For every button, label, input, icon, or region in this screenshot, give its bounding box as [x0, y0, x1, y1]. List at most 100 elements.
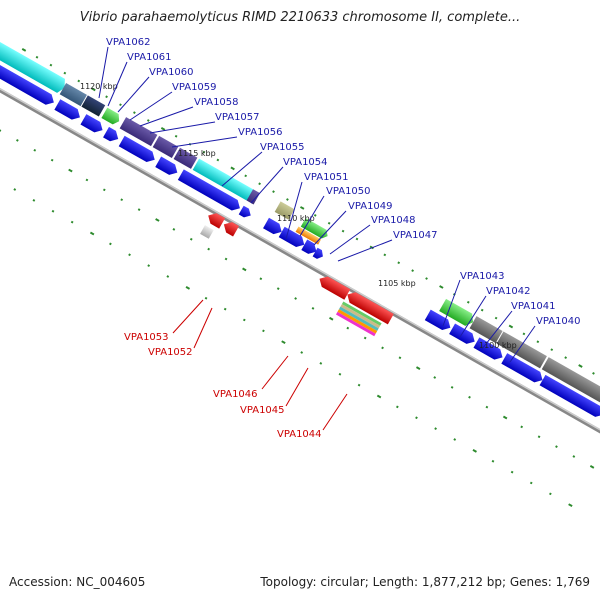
tick-mark: [204, 296, 208, 300]
tick-mark: [466, 300, 470, 304]
gene-label-vpa1055[interactable]: VPA1055: [260, 142, 305, 153]
tick-mark: [480, 308, 484, 312]
gene-label-vpa1044[interactable]: VPA1044: [277, 429, 322, 440]
gene-label-vpa1049[interactable]: VPA1049: [348, 201, 393, 212]
tick-mark: [381, 346, 384, 350]
gene-label-vpa1047[interactable]: VPA1047: [393, 230, 438, 241]
kbp-label-1120: 1120 kbp: [80, 82, 118, 91]
gene-label-vpa1050[interactable]: VPA1050: [326, 186, 371, 197]
forward-track-outer: [0, 33, 600, 409]
reverse-label-leaders: [172, 299, 348, 431]
gene-block-purple-3: [173, 147, 198, 169]
gene-label-vpa1043[interactable]: VPA1043: [460, 271, 505, 282]
gene-block-navy: [81, 95, 106, 117]
kbp-label-1110: 1110 kbp: [277, 214, 315, 223]
gene-label-vpa1059[interactable]: VPA1059: [172, 82, 217, 93]
kbp-label-1115: 1115 kbp: [178, 149, 216, 158]
gene-label-vpa1057[interactable]: VPA1057: [215, 112, 260, 123]
tick-mark: [346, 326, 350, 330]
tick-mark: [468, 395, 471, 399]
tick-mark: [537, 435, 541, 439]
tick-mark: [286, 198, 289, 201]
tick-mark: [313, 213, 317, 217]
tick-mark: [70, 220, 74, 224]
tick-mark: [572, 455, 576, 458]
tick-mark: [564, 356, 568, 359]
gene-label-vpa1054[interactable]: VPA1054: [283, 157, 328, 168]
stripe-green: [341, 301, 382, 326]
tick-mark: [311, 306, 315, 310]
leader-vpa1058: [139, 106, 194, 127]
gene-label-vpa1056[interactable]: VPA1056: [238, 127, 283, 138]
tick-mark: [89, 231, 95, 236]
chromosome-backbone-highlight: [0, 88, 600, 445]
gene-label-vpa1051[interactable]: VPA1051: [304, 172, 349, 183]
tick-mark: [85, 178, 89, 182]
reverse-track: [200, 213, 394, 337]
tick-mark: [0, 129, 2, 132]
map-title: Vibrio parahaemolyticus RIMD 2210633 chr…: [79, 10, 521, 25]
tick-row-bottom: [13, 188, 573, 508]
gene-arrow-blue-11: [301, 239, 317, 254]
gene-label-vpa1042[interactable]: VPA1042: [486, 286, 531, 297]
gene-label-vpa1041[interactable]: VPA1041: [511, 301, 556, 312]
gene-label-vpa1060[interactable]: VPA1060: [149, 67, 194, 78]
tick-mark: [398, 356, 402, 360]
leader-vpa1049: [313, 210, 347, 246]
gene-block-gray-3: [541, 357, 600, 409]
tick-mark: [550, 348, 554, 352]
leader-vpa1043: [442, 279, 461, 327]
leader-vpa1045: [285, 367, 309, 407]
gene-label-vpa1053[interactable]: VPA1053: [124, 332, 169, 343]
tick-mark: [329, 316, 334, 321]
gene-label-vpa1046[interactable]: VPA1046: [213, 389, 258, 400]
tick-mark: [411, 269, 414, 273]
kbp-label-1105: 1105 kbp: [378, 279, 416, 288]
tick-mark: [155, 218, 160, 222]
tick-row-top: [21, 48, 595, 375]
tick-mark: [327, 221, 331, 225]
tick-mark: [146, 119, 150, 122]
tick-mark: [63, 71, 67, 75]
tick-mark: [77, 79, 81, 83]
gene-block-purple-4: [246, 189, 260, 205]
gene-label-vpa1048[interactable]: VPA1048: [371, 215, 416, 226]
tick-mark: [395, 405, 399, 409]
gene-label-vpa1045[interactable]: VPA1045: [240, 405, 285, 416]
tick-mark: [35, 55, 39, 59]
leader-vpa1040: [509, 325, 536, 363]
gene-block-cyan-1: [0, 33, 65, 93]
leader-vpa1052: [193, 307, 213, 349]
tick-mark: [21, 48, 27, 52]
gene-arrow-blue-2: [54, 99, 80, 120]
tick-mark: [174, 134, 178, 138]
gene-label-vpa1040[interactable]: VPA1040: [536, 316, 581, 327]
tick-mark: [578, 364, 583, 368]
gene-arrow-blue-1: [0, 50, 54, 105]
gene-label-vpa1061[interactable]: VPA1061: [127, 52, 172, 63]
tick-mark: [397, 261, 401, 265]
gene-arrow-blue-7: [177, 169, 240, 211]
tick-mark: [32, 199, 36, 202]
tick-mark: [189, 237, 193, 241]
gene-label-vpa1058[interactable]: VPA1058: [194, 97, 239, 108]
tick-mark: [376, 394, 382, 399]
tick-mark: [508, 324, 514, 329]
tick-mark: [439, 285, 444, 289]
tick-mark: [258, 182, 261, 186]
tick-mark: [549, 492, 552, 496]
leader-vpa1060: [117, 76, 150, 113]
tick-mark: [216, 158, 220, 162]
tick-mark: [555, 445, 558, 449]
forward-label-leaders: [98, 46, 536, 363]
tick-mark: [472, 448, 477, 453]
tick-mark: [242, 267, 247, 272]
gene-label-vpa1062[interactable]: VPA1062: [106, 37, 151, 48]
tick-mark: [276, 287, 280, 290]
gene-block-gray-2: [496, 331, 547, 369]
leader-vpa1062: [98, 46, 109, 99]
tick-mark: [105, 95, 108, 99]
gene-block-gray-1: [469, 316, 503, 344]
tick-mark: [494, 316, 498, 320]
gene-label-vpa1052[interactable]: VPA1052: [148, 347, 193, 358]
